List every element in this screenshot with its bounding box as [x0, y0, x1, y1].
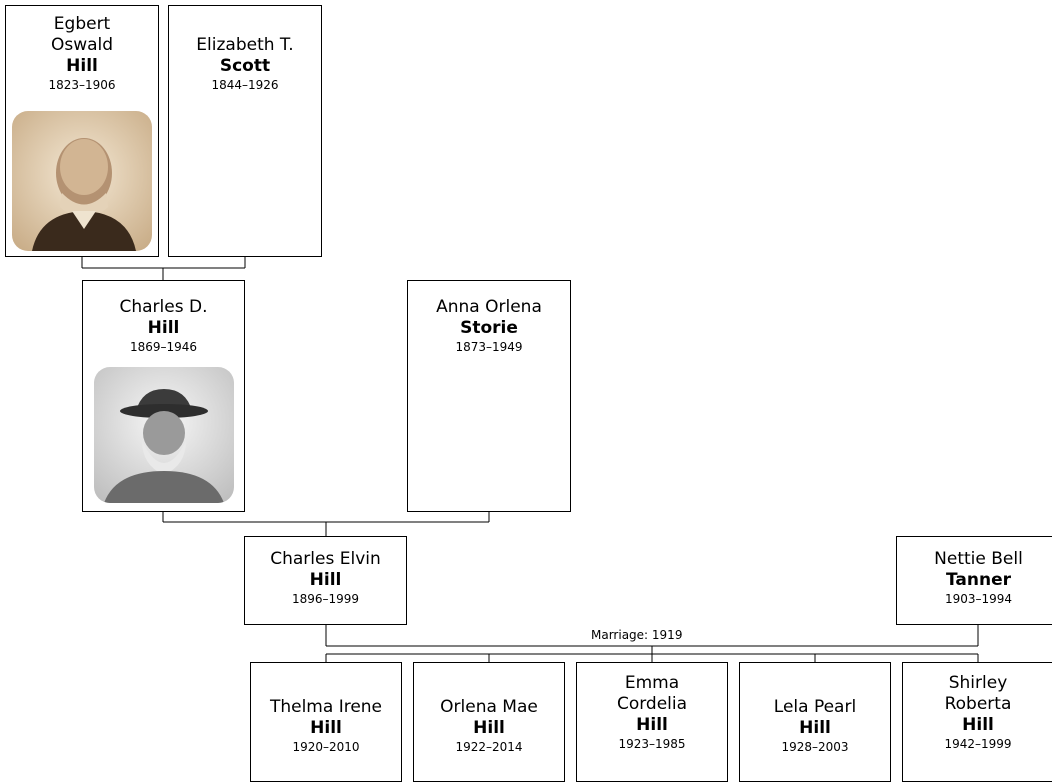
person-card-orlena[interactable]: Orlena Mae Hill 1922–2014	[413, 662, 565, 782]
surname: Hill	[147, 318, 180, 338]
given-name: Charles Elvin	[270, 549, 381, 569]
surname: Hill	[309, 570, 342, 590]
given-name: Shirley Roberta	[944, 673, 1012, 714]
person-card-charles-d[interactable]: Charles D. Hill 1869–1946	[82, 280, 245, 512]
portrait-photo	[94, 367, 234, 503]
given-name: Elizabeth T.	[196, 35, 294, 55]
life-dates: 1942–1999	[944, 737, 1012, 751]
surname: Storie	[460, 318, 518, 338]
surname: Hill	[66, 56, 98, 76]
given-name: Lela Pearl	[773, 697, 857, 717]
life-dates: 1922–2014	[455, 740, 523, 754]
person-card-shirley[interactable]: Shirley Roberta Hill 1942–1999	[902, 662, 1052, 782]
life-dates: 1896–1999	[291, 592, 360, 606]
person-card-anna[interactable]: Anna Orlena Storie 1873–1949	[407, 280, 571, 512]
life-dates: 1903–1994	[944, 592, 1013, 606]
life-dates: 1873–1949	[455, 340, 523, 354]
given-name: Charles D.	[119, 297, 208, 317]
life-dates: 1844–1926	[211, 78, 279, 92]
surname: Hill	[962, 715, 994, 735]
marriage-label: Marriage: 1919	[588, 628, 686, 642]
person-card-egbert[interactable]: Egbert Oswald Hill 1823–1906	[5, 5, 159, 257]
surname: Scott	[219, 56, 271, 76]
given-name: Egbert Oswald	[50, 14, 114, 55]
portrait-photo	[12, 111, 152, 251]
person-card-nettie[interactable]: Nettie Bell Tanner 1903–1994	[896, 536, 1052, 625]
given-name: Emma Cordelia	[616, 673, 688, 714]
life-dates: 1920–2010	[292, 740, 360, 754]
person-card-emma[interactable]: Emma Cordelia Hill 1923–1985	[576, 662, 728, 782]
person-card-charles-elvin[interactable]: Charles Elvin Hill 1896–1999	[244, 536, 407, 625]
life-dates: 1823–1906	[48, 78, 116, 92]
person-card-lela[interactable]: Lela Pearl Hill 1928–2003	[739, 662, 891, 782]
given-name: Nettie Bell	[934, 549, 1023, 569]
person-card-elizabeth[interactable]: Elizabeth T. Scott 1844–1926	[168, 5, 322, 257]
surname: Hill	[473, 718, 505, 738]
given-name: Orlena Mae	[440, 697, 538, 717]
given-name: Thelma Irene	[269, 697, 383, 717]
life-dates: 1923–1985	[618, 737, 686, 751]
surname: Tanner	[946, 570, 1011, 590]
given-name: Anna Orlena	[436, 297, 542, 317]
life-dates: 1928–2003	[781, 740, 849, 754]
surname: Hill	[310, 718, 342, 738]
surname: Hill	[799, 718, 831, 738]
person-card-thelma[interactable]: Thelma Irene Hill 1920–2010	[250, 662, 402, 782]
life-dates: 1869–1946	[129, 340, 198, 354]
surname: Hill	[636, 715, 668, 735]
